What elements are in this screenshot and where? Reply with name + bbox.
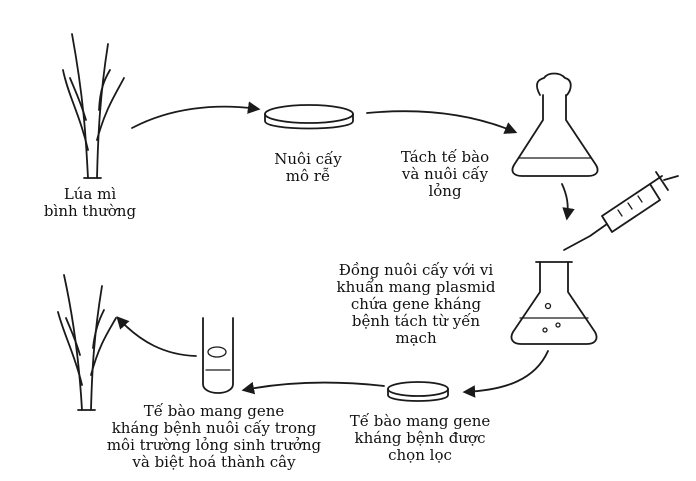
petri-dish-icon [387,381,449,402]
label-line: môi trường lỏng sinh trưởng [106,436,322,454]
label-line: bình thường [43,202,137,220]
arrow [131,101,261,129]
label-line: Tách tế bào [400,148,490,166]
label-line: và nuôi cấy [401,165,489,183]
label-line: chứa gene kháng [350,295,482,313]
test-tube-icon [202,317,234,394]
label-selected-cells: Tế bào mang gene kháng bệnh được chọn lọ… [345,413,495,464]
label-line: Đồng nuôi cấy với vi [338,261,494,279]
flask-icon [510,261,598,345]
wheat-plant-icon [62,33,125,179]
label-line: mô rễ [285,167,331,185]
label-line: kháng bệnh được [354,429,486,447]
arrow [366,110,518,134]
label-root-culture: Nuôi cấy mô rễ [248,151,368,185]
label-line: lỏng [428,182,462,200]
arrow [561,183,575,221]
wheat-plant-icon [57,274,117,411]
label-line: Tế bào mang gene [349,412,491,430]
label-wheat-normal: Lúa mì bình thường [33,186,147,220]
label-separate-cells: Tách tế bào và nuôi cấy lỏng [380,149,510,200]
label-line: Tế bào mang gene [143,402,285,420]
label-line: mạch [395,329,437,347]
flask-icon [511,72,599,177]
label-line: kháng bệnh nuôi cấy trong [111,419,317,437]
label-line: chọn lọc [388,446,452,464]
petri-dish-icon [264,104,354,130]
arrow [462,350,549,398]
label-co-culture: Đồng nuôi cấy với vi khuẩn mang plasmid … [318,262,514,347]
label-line: khuẩn mang plasmid [336,278,496,296]
arrow [241,381,385,395]
label-line: và biệt hoá thành cây [132,453,296,471]
label-differentiation: Tế bào mang gene kháng bệnh nuôi cấy tro… [100,403,328,471]
label-line: Lúa mì [63,185,117,203]
label-line: bệnh tách từ yến [351,312,481,330]
syringe-icon [563,171,679,251]
label-line: Nuôi cấy [274,150,342,168]
arrow [116,316,197,357]
